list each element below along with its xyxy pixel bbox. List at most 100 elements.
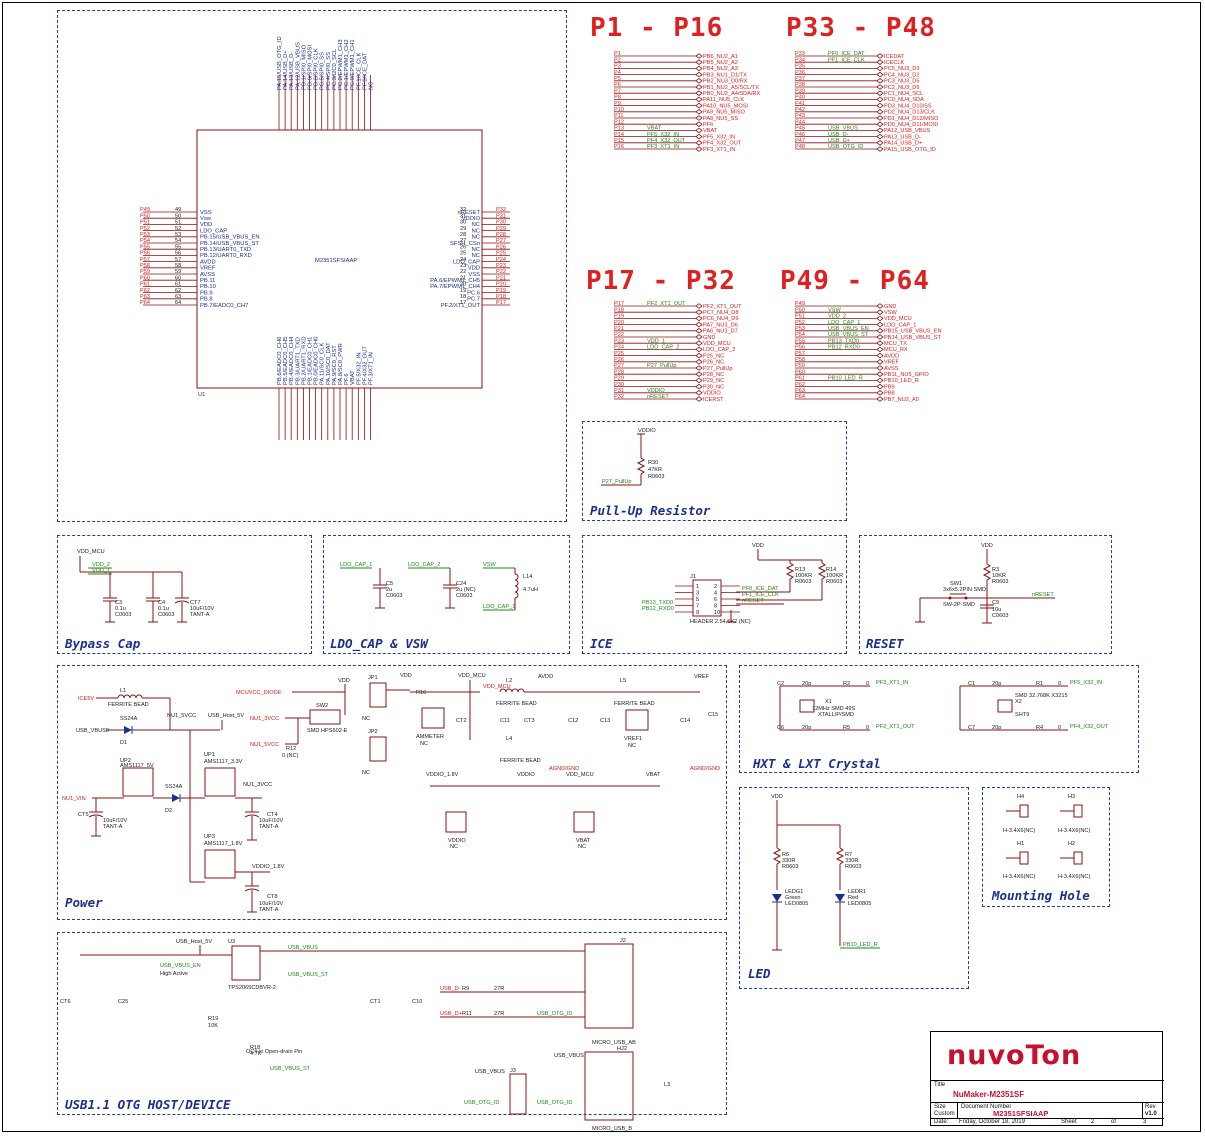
pin-port: PB1_NU2_A5/SCL/TX xyxy=(703,85,759,91)
mcu-top-name: PC.1/EPWM1_CH2 xyxy=(344,39,350,90)
pin-label: P44 xyxy=(795,119,805,125)
pin-port: P29_NC xyxy=(703,378,724,384)
pin-port: P28_NC xyxy=(703,372,724,378)
mcu-right-name: NC xyxy=(472,253,480,259)
pin-label: P9 xyxy=(614,101,621,107)
mcu-top-name: PA.15/USB_OTG_ID xyxy=(277,36,283,90)
crystal-title: HXT & LXT Crystal xyxy=(753,756,881,771)
mcu-right-name: PC.6 xyxy=(467,290,480,296)
pin-label: P50 xyxy=(795,307,805,313)
power-vdd-mcu-2: VDD_MCU xyxy=(566,772,594,778)
usb-circuit: USB_Host_5V U3 TPS2065CDBVR-2 OC# is Ope… xyxy=(60,938,670,1132)
sheet-label: Sheet xyxy=(1061,1119,1077,1125)
power-vddio: VDDIO xyxy=(517,772,535,778)
pin-label: P56 xyxy=(795,345,805,351)
mcu-left-name: PB.14/USB_VBUS_ST xyxy=(200,241,259,247)
docnum-label: Document Number xyxy=(961,1104,1012,1110)
pin-net: nRESET xyxy=(647,394,669,400)
pullup-rail-label: VDDIO xyxy=(638,428,656,434)
x2-pkg: SHT9 xyxy=(1015,712,1029,718)
mcu-right-net: P18 xyxy=(496,294,506,300)
r18-val: 4.7K xyxy=(250,1051,262,1057)
c9-pkg: C0603 xyxy=(992,613,1008,619)
pin-label: P52 xyxy=(795,320,805,326)
mcu-right-net: P23 xyxy=(496,263,506,269)
mcu-left-net: P61 xyxy=(140,282,150,288)
pin-label: P1 xyxy=(614,51,621,57)
x32-out-net: PF4_X32_OUT xyxy=(1070,724,1109,730)
pin-port: PD3_NU4_D10/SS xyxy=(884,103,932,109)
r30-ref: R30 xyxy=(648,460,658,466)
pin-label: P25 xyxy=(614,351,624,357)
agnd-2: AGND/GND xyxy=(690,766,720,772)
power-vdd-mcu: VDD_MCU xyxy=(458,673,486,679)
ldo-net-4: LDO_CAP_1 xyxy=(483,604,515,610)
title-block: nuvoTon Title NuMaker-M2351SF Size Custo… xyxy=(930,1031,1164,1126)
pin-net: USB_VBUS_EN xyxy=(828,326,869,332)
hole-h2: H2 H-3.4X6(NC) xyxy=(1058,841,1090,880)
r3-ref: R3 xyxy=(992,567,999,573)
mcu-left-name: VSS xyxy=(200,210,212,216)
l4-ref: L4 xyxy=(506,736,512,742)
pin-label: P17 xyxy=(614,301,624,307)
pin-label: P36 xyxy=(795,70,805,76)
agnd-1: AGND/GND xyxy=(549,766,579,772)
mcu-bottom-name: VBAT xyxy=(350,370,356,385)
mcu-left-name: VREF xyxy=(200,266,216,272)
pin-port: PC7_NU4_D8 xyxy=(703,310,738,316)
l14-val: 4.7uH xyxy=(523,587,538,593)
bypass-circuit: VDD_MCU VDD_2 VDD_1 C3 0.1u C0603 C4 0.1… xyxy=(77,549,215,623)
ammeter-nc: NC xyxy=(420,741,428,747)
r13-val: 100KR xyxy=(795,573,812,579)
mcu-top-name: PC.3/I2C0_SCL xyxy=(332,48,338,90)
pin-label: P3 xyxy=(614,64,621,70)
mcu-left-net: P52 xyxy=(140,226,150,232)
pin-port: PB5_NU2_A2 xyxy=(703,60,738,66)
pin-port: PD1_NU4_D12/MISO xyxy=(884,116,939,122)
pin-port: ICECLK xyxy=(884,60,904,66)
pin-label: P22 xyxy=(614,332,624,338)
j1-ref: J1 xyxy=(690,574,696,580)
mcu-right-net: P26 xyxy=(496,244,506,250)
pin-net: PB12_RXD0 xyxy=(828,345,860,351)
pin-net: USB_D- xyxy=(828,132,849,138)
r18-ref: R18 xyxy=(250,1045,260,1051)
reset-circuit: VDD R3 10KR R0603 SW1 3x6x5.2PIN SMD SW-… xyxy=(915,543,1055,624)
usb-host-label: USB_Host_5V xyxy=(208,713,244,719)
r19-val: 10K xyxy=(208,1023,218,1029)
xt1-out-net: PF2_XT1_OUT xyxy=(876,724,915,730)
block-bypass xyxy=(57,535,312,654)
l2-ref: L2 xyxy=(506,678,512,684)
pin-port: PA13_USB_D- xyxy=(884,134,921,140)
mcu-right-num: 25 xyxy=(460,251,466,257)
mcu-left-net: P50 xyxy=(140,213,150,219)
r5-ref: R5 xyxy=(843,725,850,731)
c2-ref: C2 xyxy=(777,681,784,687)
pin-label: P33 xyxy=(795,51,805,57)
pin-label: P15 xyxy=(614,138,624,144)
mcu-right-num: 26 xyxy=(460,244,466,250)
pin-port: PB11_NU5_GPIO xyxy=(884,372,929,378)
mcu-left-name: AVDD xyxy=(200,259,216,265)
mcu-part-label: M2351SFSIAAP xyxy=(315,258,357,264)
ct4-ref: CT4 xyxy=(267,812,278,818)
power-vdd-mcu-net: VDD_MCU xyxy=(483,684,511,690)
mcu-left-num: 56 xyxy=(175,251,181,257)
mcu-top-name: NC xyxy=(369,82,375,90)
mcu-left-num: 50 xyxy=(175,213,181,219)
pullup-net: P27_PullUp xyxy=(602,479,632,485)
hole-h3: H3 H-3.4X6(NC) xyxy=(1058,794,1090,834)
header-p17-p32: P17 - P32 xyxy=(586,266,736,296)
mcu-bottom-name: PA.11/SC0_CLK xyxy=(320,343,326,385)
pin-label: P12 xyxy=(614,119,624,125)
mcu-right-net: P30 xyxy=(496,220,506,226)
ice-net-txd: PB13_TXD0 xyxy=(642,600,673,606)
block-reset xyxy=(859,535,1112,654)
pin-port: PA10_NU5_MOSI xyxy=(703,103,748,109)
ice-net-dat: PF0_ICE_DAT xyxy=(742,586,779,592)
mcu-left-net: P60 xyxy=(140,275,150,281)
mcu-right-num: 28 xyxy=(460,232,466,238)
c6-val: 20p xyxy=(802,725,811,731)
